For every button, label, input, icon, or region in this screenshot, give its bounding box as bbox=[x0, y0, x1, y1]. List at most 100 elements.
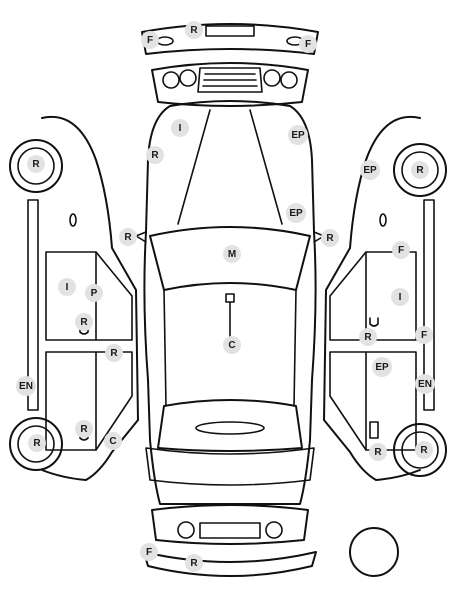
marker-circle bbox=[359, 328, 377, 346]
damage-marker-i[interactable]: I bbox=[391, 288, 409, 306]
marker-label: R bbox=[124, 232, 132, 243]
marker-circle bbox=[415, 326, 433, 344]
marker-circle bbox=[58, 278, 76, 296]
marker-circle bbox=[369, 443, 387, 461]
front-bumper[interactable] bbox=[141, 23, 319, 55]
marker-circle bbox=[185, 554, 203, 572]
marker-label: F bbox=[146, 547, 152, 558]
marker-circle bbox=[391, 288, 409, 306]
damage-marker-f[interactable]: F bbox=[299, 35, 317, 53]
damage-marker-p[interactable]: P bbox=[85, 284, 103, 302]
marker-circle bbox=[141, 31, 159, 49]
damage-marker-c[interactable]: C bbox=[104, 432, 122, 450]
marker-label: R bbox=[364, 332, 372, 343]
marker-circle bbox=[321, 229, 339, 247]
marker-label: I bbox=[66, 282, 69, 293]
damage-marker-r[interactable]: R bbox=[185, 21, 203, 39]
marker-label: R bbox=[32, 159, 40, 170]
marker-circle bbox=[85, 284, 103, 302]
right-side-view[interactable] bbox=[323, 115, 447, 481]
marker-label: I bbox=[399, 292, 402, 303]
damage-marker-en[interactable]: EN bbox=[16, 376, 36, 396]
marker-label: R bbox=[420, 445, 428, 456]
marker-circle bbox=[372, 357, 392, 377]
damage-marker-r[interactable]: R bbox=[28, 434, 46, 452]
left-side-view[interactable] bbox=[9, 115, 139, 481]
marker-label: C bbox=[109, 436, 116, 447]
damage-marker-r[interactable]: R bbox=[27, 155, 45, 173]
marker-label: R bbox=[326, 233, 334, 244]
marker-circle bbox=[286, 203, 306, 223]
marker-circle bbox=[171, 119, 189, 137]
damage-marker-r[interactable]: R bbox=[415, 441, 433, 459]
marker-circle bbox=[223, 245, 241, 263]
damage-marker-en[interactable]: EN bbox=[415, 374, 435, 394]
marker-circle bbox=[27, 155, 45, 173]
marker-label: M bbox=[228, 249, 236, 260]
damage-marker-f[interactable]: F bbox=[140, 543, 158, 561]
marker-label: R bbox=[33, 438, 41, 449]
marker-circle bbox=[299, 35, 317, 53]
damage-marker-m[interactable]: M bbox=[223, 245, 241, 263]
marker-circle bbox=[140, 543, 158, 561]
rear-panel[interactable] bbox=[151, 504, 309, 545]
marker-label: R bbox=[80, 424, 88, 435]
marker-circle bbox=[288, 125, 308, 145]
marker-label: R bbox=[416, 165, 424, 176]
damage-marker-ep[interactable]: EP bbox=[288, 125, 308, 145]
damage-marker-f[interactable]: F bbox=[392, 241, 410, 259]
marker-circle bbox=[392, 241, 410, 259]
marker-label: R bbox=[80, 317, 88, 328]
marker-circle bbox=[411, 161, 429, 179]
marker-label: EP bbox=[291, 130, 305, 141]
damage-marker-r[interactable]: R bbox=[411, 161, 429, 179]
damage-marker-r[interactable]: R bbox=[185, 554, 203, 572]
marker-circle bbox=[415, 374, 435, 394]
damage-marker-r[interactable]: R bbox=[75, 420, 93, 438]
damage-marker-r[interactable]: R bbox=[105, 344, 123, 362]
marker-label: R bbox=[190, 25, 198, 36]
damage-marker-r[interactable]: R bbox=[321, 229, 339, 247]
marker-circle bbox=[185, 21, 203, 39]
damage-marker-f[interactable]: F bbox=[141, 31, 159, 49]
damage-markers: F R F R I EP R EP R EP R R F M I P I R R F C R EP EN EN R C R R R F R bbox=[16, 21, 435, 572]
damage-marker-r[interactable]: R bbox=[75, 313, 93, 331]
marker-circle bbox=[75, 420, 93, 438]
marker-label: EP bbox=[363, 165, 377, 176]
damage-marker-r[interactable]: R bbox=[146, 146, 164, 164]
damage-marker-ep[interactable]: EP bbox=[286, 203, 306, 223]
marker-label: P bbox=[91, 288, 98, 299]
damage-marker-r[interactable]: R bbox=[119, 228, 137, 246]
marker-circle bbox=[146, 146, 164, 164]
damage-marker-i[interactable]: I bbox=[171, 119, 189, 137]
marker-circle bbox=[104, 432, 122, 450]
marker-circle bbox=[360, 160, 380, 180]
car-body-top-view[interactable] bbox=[135, 100, 325, 505]
damage-marker-c[interactable]: C bbox=[223, 336, 241, 354]
marker-circle bbox=[75, 313, 93, 331]
marker-label: R bbox=[110, 348, 118, 359]
marker-label: EP bbox=[375, 362, 389, 373]
marker-label: F bbox=[147, 35, 153, 46]
rear-bumper[interactable] bbox=[143, 551, 317, 577]
front-grille-panel[interactable] bbox=[151, 62, 309, 107]
marker-label: F bbox=[305, 39, 311, 50]
marker-label: F bbox=[398, 245, 404, 256]
damage-marker-ep[interactable]: EP bbox=[372, 357, 392, 377]
marker-label: R bbox=[190, 558, 198, 569]
damage-marker-ep[interactable]: EP bbox=[360, 160, 380, 180]
marker-label: EN bbox=[418, 379, 432, 390]
marker-circle bbox=[415, 441, 433, 459]
marker-label: EN bbox=[19, 381, 33, 392]
marker-circle bbox=[119, 228, 137, 246]
damage-marker-r[interactable]: R bbox=[359, 328, 377, 346]
marker-label: R bbox=[151, 150, 159, 161]
marker-circle bbox=[16, 376, 36, 396]
damage-marker-i[interactable]: I bbox=[58, 278, 76, 296]
damage-marker-f[interactable]: F bbox=[415, 326, 433, 344]
spare-tire-circle[interactable] bbox=[349, 527, 399, 577]
marker-label: R bbox=[374, 447, 382, 458]
damage-marker-r[interactable]: R bbox=[369, 443, 387, 461]
